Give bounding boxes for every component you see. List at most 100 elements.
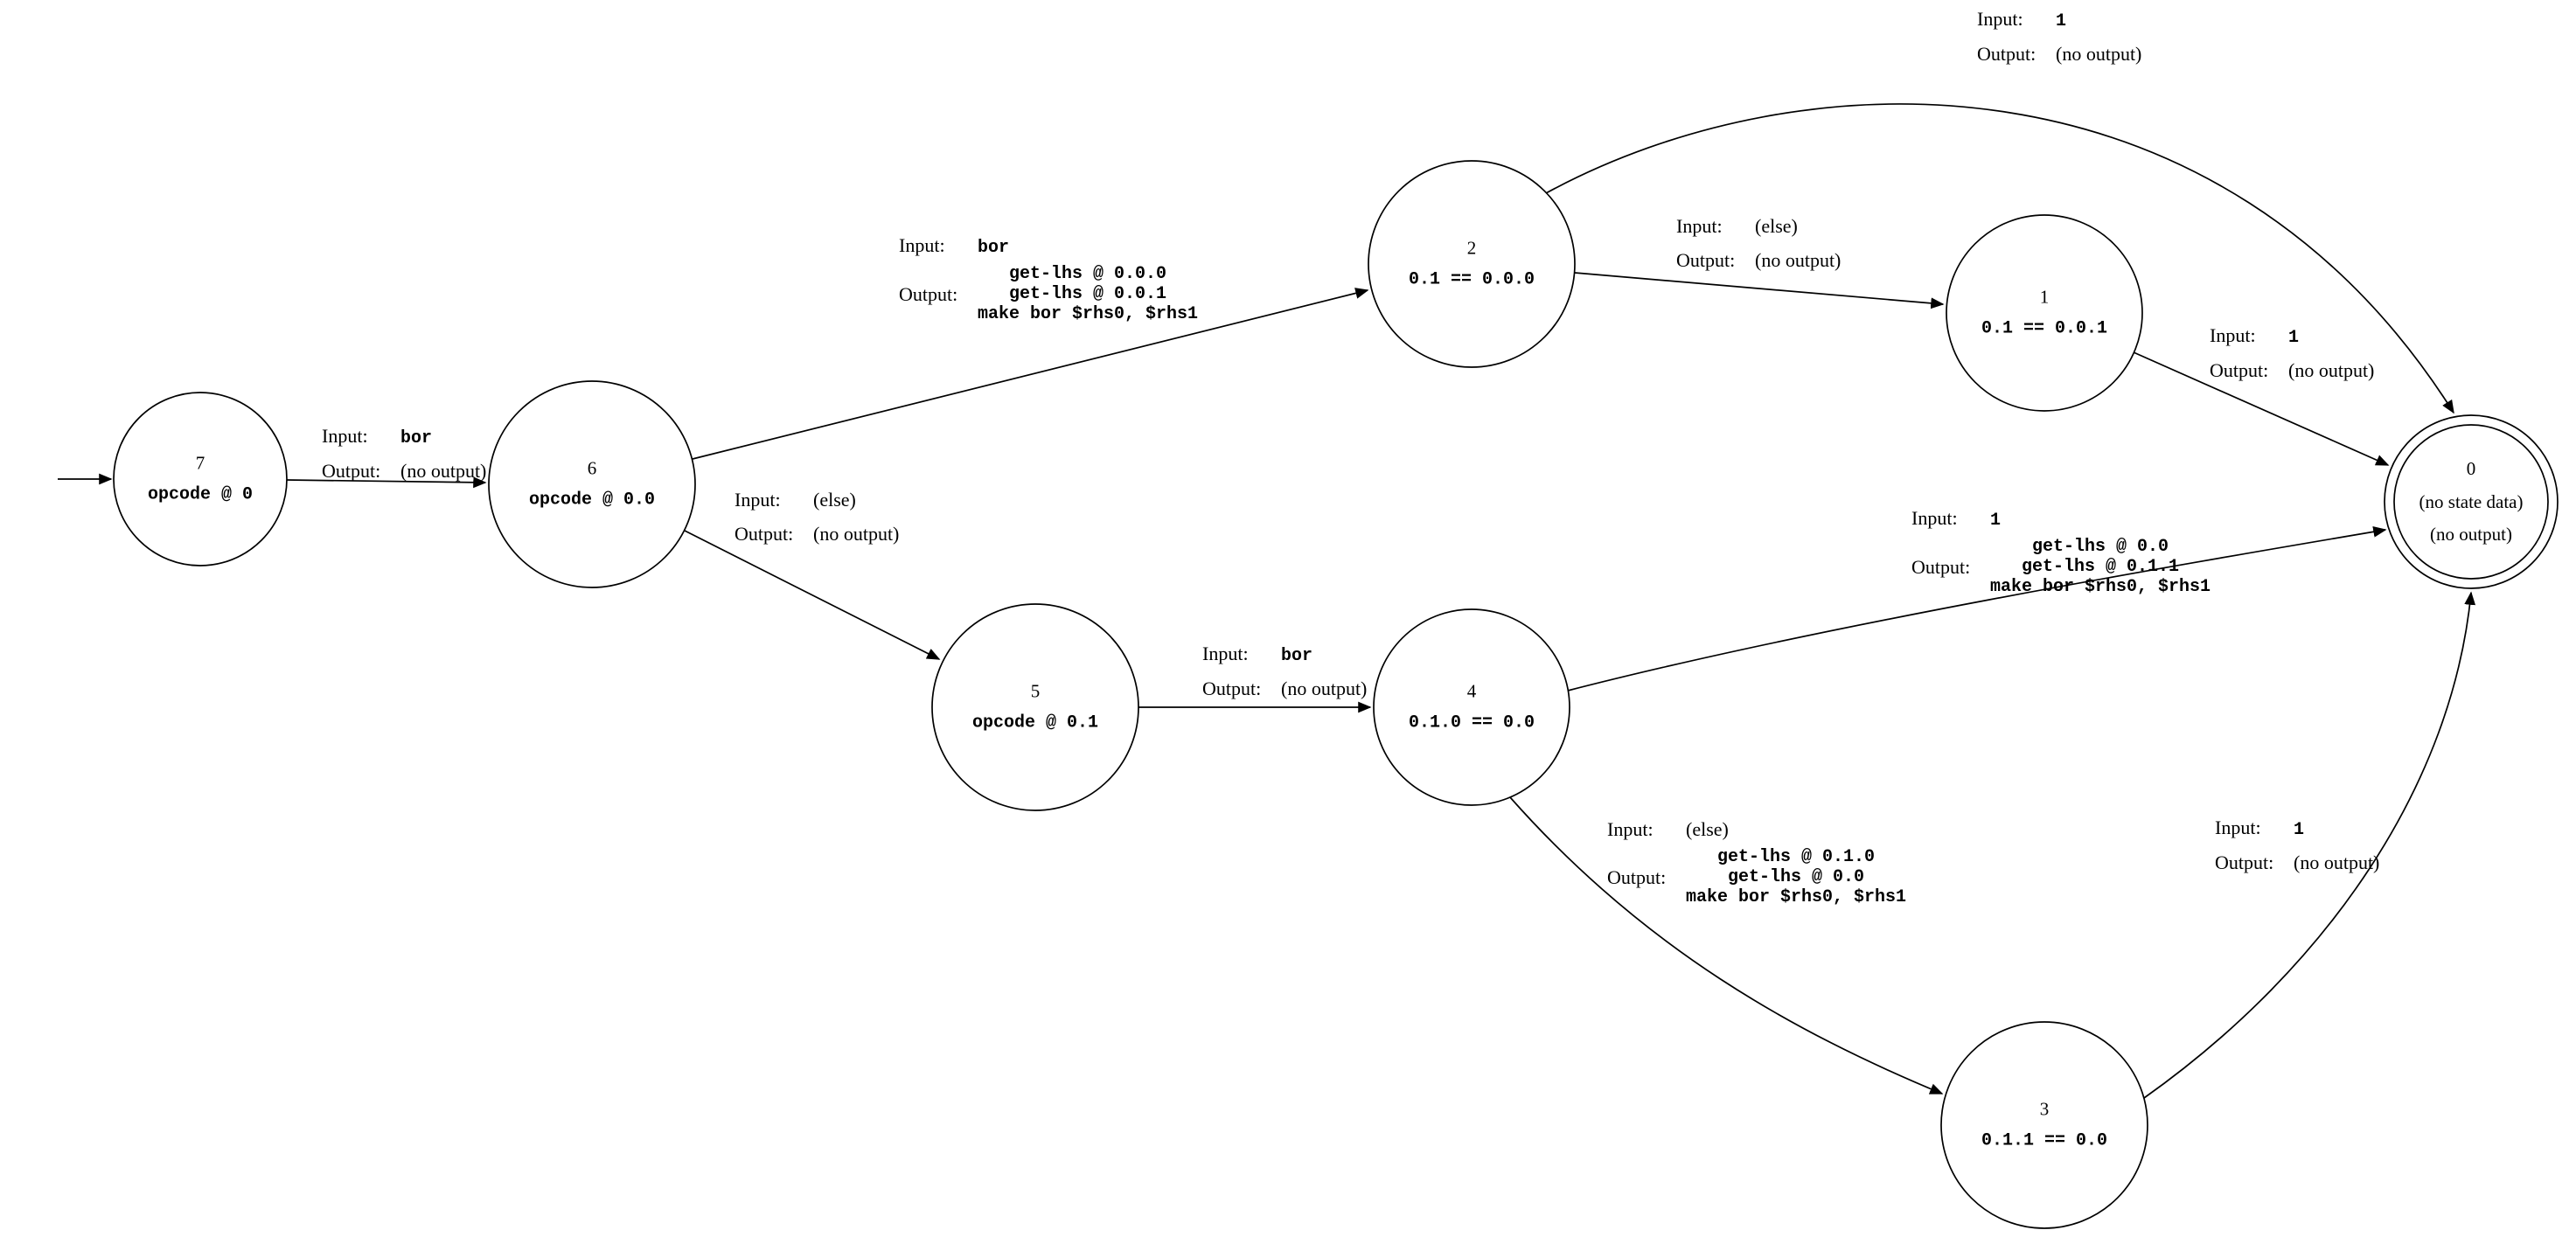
nodes-layer [113,160,2559,1229]
edge-label-value-line: (no output) [2056,43,2142,65]
edge-label-value: 1 [2056,11,2066,31]
edge-label-row: Input: 1 [2215,817,2379,840]
edge-label-value-line: (no output) [1755,249,1841,271]
edge-label-value: (else) [1755,215,1798,237]
state-node-5 [931,603,1139,811]
edge-label-value-line: make bor $rhs0, $rhs1 [978,304,1199,324]
edge-label-value-line: (else) [1755,215,1798,237]
node-state-text: 0.1 == 0.0.1 [1981,318,2108,339]
edge-label-value-line: get-lhs @ 0.0 [1728,867,1865,887]
edge-label-value-line: 1 [2294,820,2305,840]
state-node-label-5: 5 opcode @ 0.1 [972,681,1098,734]
edge-label-value-line: (else) [1686,818,1729,840]
state-node-label-4: 4 0.1.0 == 0.0 [1409,681,1535,734]
edge-label-key: Input: [2215,817,2261,838]
edge-label-2-1: Input: (else) Output:(no output) [1676,215,1841,272]
edge-label-value: 1 [1990,511,2001,531]
edge-label-row: Input:1 [1911,507,2210,531]
state-node-label-3: 3 0.1.1 == 0.0 [1981,1099,2107,1152]
node-state-text: 0.1.1 == 0.0 [1981,1130,2108,1151]
node-id: 0 [2466,458,2476,479]
node-state-text: 0.1.0 == 0.0 [1408,712,1535,733]
node-id: 3 [2039,1098,2050,1120]
edge-label-key: Input: [1977,8,2023,30]
node-id: 1 [2039,286,2050,308]
edge-label-key: Output: [322,460,381,482]
edge-4-3 [1509,796,1944,1095]
edge-label-row: Input:(else) [735,489,899,511]
state-node-3 [1940,1021,2148,1229]
node-id: 2 [1466,237,1477,259]
edge-label-value: (no output) [2288,359,2374,381]
edge-label-value: bor [400,428,432,448]
edge-label-row: Output:(no output) [735,523,899,546]
state-node-2 [1368,160,1576,368]
state-node-6 [488,380,696,588]
edge-label-key: Output: [2215,851,2274,873]
edge-2-0 [1545,103,2454,414]
edge-label-row: Output: (no output) [2210,359,2374,382]
edge-label-value-line: get-lhs @ 0.0.0 [1009,264,1167,284]
edge-label-row: Output:(no output) [1977,43,2141,66]
edge-label-value: (no output) [813,523,899,545]
node-id: 4 [1466,680,1477,702]
edge-label-value-line: (else) [813,489,856,511]
edge-label-value-line: (no output) [813,523,900,545]
edge-label-value: (else) [813,489,856,511]
edge-label-row: Input:(else) [1607,818,1906,841]
edge-label-value-line: get-lhs @ 0.0.1 [1009,284,1167,304]
edge-label-row: Output:(no output) [1676,249,1841,272]
node-state-text: (no output) [2430,524,2512,545]
edge-3-0 [2143,591,2476,1099]
node-state-text: opcode @ 0.0 [528,490,656,511]
edge-label-key: Output: [1202,678,1262,699]
edge-label-key: Input: [2210,324,2256,346]
edge-label-value-line: (no output) [400,460,487,482]
edge-7-6 [286,476,487,489]
edge-label-value: 1 [2288,328,2299,348]
state-node-1 [1946,214,2143,412]
edge-label-key: Input: [1676,215,1723,237]
edge-label-value-line: bor [400,428,433,448]
edge-label-row: Output: (no output) [1202,678,1367,700]
state-node-label-6: 6 opcode @ 0.0 [529,458,655,511]
edge-label-row: Input:bor [322,425,486,448]
edge-label-row: Input:bor [1202,643,1367,666]
edge-2-1 [1574,272,1945,309]
edge-label-row: Output:(no output) [2215,851,2379,874]
edge-label-key: Input: [1202,643,1249,664]
state-node-7 [113,392,288,566]
node-id: 6 [587,457,597,479]
edge-label-value: (no output) [1281,678,1367,699]
node-id: 5 [1030,680,1041,702]
node-state-text: opcode @ 0.1 [971,712,1099,733]
edge-label-row: Input: (else) [1676,215,1841,238]
edge-label-value-line: get-lhs @ 0.1.1 [2022,557,2180,577]
edges-layer [58,103,2476,1099]
edge-1-0 [2133,351,2390,466]
edge-label-value: (else) [1686,818,1729,840]
edge-label-value-line: 1 [2056,11,2067,31]
edge-label-key: Output: [2210,359,2269,381]
edge-label-key: Output: [1607,865,1667,888]
node-state-text: opcode @ 0 [147,484,254,505]
edge-label-value-line: 1 [2288,328,2300,348]
edge-6-2 [692,288,1369,460]
edge-label-value-line: get-lhs @ 0.1.0 [1717,847,1876,867]
edge-label-value: (no output) [1755,249,1841,271]
edge-label-row: Input: 1 [1977,8,2141,31]
edge-label-row: Input:bor [899,234,1198,258]
